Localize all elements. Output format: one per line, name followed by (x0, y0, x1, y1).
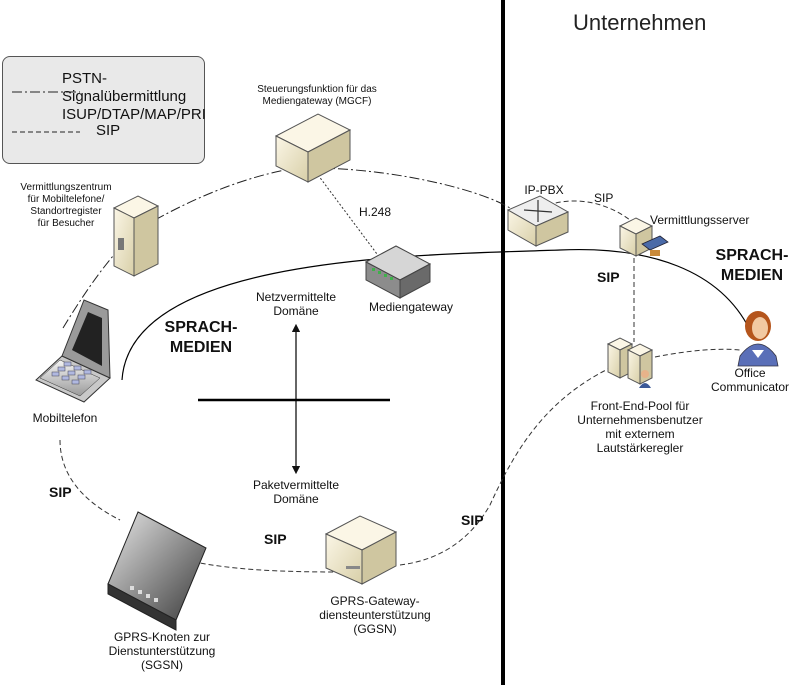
media-gateway-icon (364, 245, 432, 299)
sip-lower-right-label: SIP (461, 512, 484, 528)
legend-pstn-line2: ISUP/DTAP/MAP/PRI (62, 106, 206, 123)
front-end-pool-label-line2: Unternehmensbenutzer (577, 413, 703, 427)
office-communicator-label: Office Communicator (700, 366, 800, 394)
legend-pstn-line1: PSTN-Signalübermittlung (62, 70, 187, 105)
company-label: Unternehmen (573, 10, 707, 35)
voice-media-right-line1: SPRACH- (715, 247, 789, 264)
msc-server-icon (112, 195, 160, 277)
sip-left-label: SIP (49, 484, 72, 500)
mgcf-server-icon (274, 113, 352, 183)
office-communicator-label-line2: Communicator (710, 380, 790, 394)
mgcf-label-line1: Steuerungsfunktion für das (257, 84, 377, 95)
sgsn-label-line3: (SGSN) (141, 658, 183, 672)
office-communicator-label-line1: Office (734, 366, 766, 380)
office-communicator-user-icon (737, 311, 779, 367)
sgsn-label-line1: GPRS-Knoten zur (113, 630, 211, 644)
ggsn-server-icon (324, 515, 398, 585)
packet-domain-line1: Paketvermittelte (252, 478, 340, 492)
sgsn-label-line2: Dienstunterstützung (108, 644, 216, 658)
voice-media-right-label: SPRACH- MEDIEN (704, 246, 800, 286)
ggsn-label-line1: GPRS-Gateway- (330, 594, 420, 608)
voice-media-path (121, 248, 751, 381)
front-end-pool-icon (606, 337, 654, 388)
media-gateway-label: Mediengateway (368, 300, 454, 314)
mobile-phone-icon (35, 299, 111, 403)
ggsn-label: GPRS-Gateway- diensteunterstützung (GGSN… (300, 594, 450, 636)
mediation-server-label: Vermittlungsserver (650, 213, 750, 227)
msc-label-line1: Vermittlungszentrum (20, 182, 112, 193)
mgcf-label: Steuerungsfunktion für das Mediengateway… (242, 84, 392, 108)
sgsn-router-icon (107, 511, 207, 631)
legend-sip-label: SIP (96, 122, 121, 139)
sip-pbx-mediation-link (547, 200, 631, 221)
sip-fep-oc-link (654, 348, 741, 358)
circuit-domain-label: Netzvermittelte Domäne (236, 290, 356, 318)
front-end-pool-label-line3: mit externem (605, 427, 675, 441)
sgsn-label: GPRS-Knoten zur Dienstunterstützung (SGS… (92, 630, 232, 672)
sip-pbx-label: SIP (594, 191, 614, 205)
packet-domain-line2: Domäne (273, 492, 319, 506)
circuit-domain-line1: Netzvermittelte (255, 290, 337, 304)
voice-media-right-line2: MEDIEN (720, 267, 784, 284)
msc-label: Vermittlungszentrum für Mobiltelefone/ S… (2, 182, 130, 230)
front-end-pool-label: Front-End-Pool für Unternehmensbenutzer … (560, 399, 720, 455)
mgcf-label-line2: Mediengateway (MGCF) (262, 96, 372, 107)
front-end-pool-label-line1: Front-End-Pool für (590, 399, 690, 413)
voice-media-left-line1: SPRACH- (164, 319, 238, 336)
circuit-domain-line2: Domäne (273, 304, 319, 318)
voice-media-left-line2: MEDIEN (169, 339, 233, 356)
sip-right-label: SIP (597, 269, 620, 285)
front-end-pool-label-line4: Lautstärkeregler (596, 441, 684, 455)
pstn-signaling-path (62, 167, 511, 329)
sip-bottom-label: SIP (264, 531, 287, 547)
packet-domain-label: Paketvermittelte Domäne (234, 478, 358, 506)
msc-label-line4: für Besucher (37, 218, 95, 229)
mobile-label: Mobiltelefon (32, 411, 98, 425)
legend-pstn-label: PSTN-Signalübermittlung ISUP/DTAP/MAP/PR… (62, 70, 206, 124)
ggsn-label-line3: (GGSN) (353, 622, 397, 636)
h248-label: H.248 (359, 205, 392, 219)
voice-media-left-label: SPRACH- MEDIEN (146, 318, 256, 358)
ip-pbx-label: IP-PBX (524, 183, 564, 197)
ip-pbx-router-icon (506, 195, 570, 247)
mediation-server-icon (618, 217, 669, 257)
msc-label-line2: für Mobiltelefone/ (27, 194, 105, 205)
ggsn-label-line2: diensteunterstützung (319, 608, 431, 622)
legend-box (2, 56, 205, 164)
sip-packet-path (59, 367, 611, 573)
h248-link (317, 174, 381, 259)
msc-label-line3: Standortregister (30, 206, 102, 217)
